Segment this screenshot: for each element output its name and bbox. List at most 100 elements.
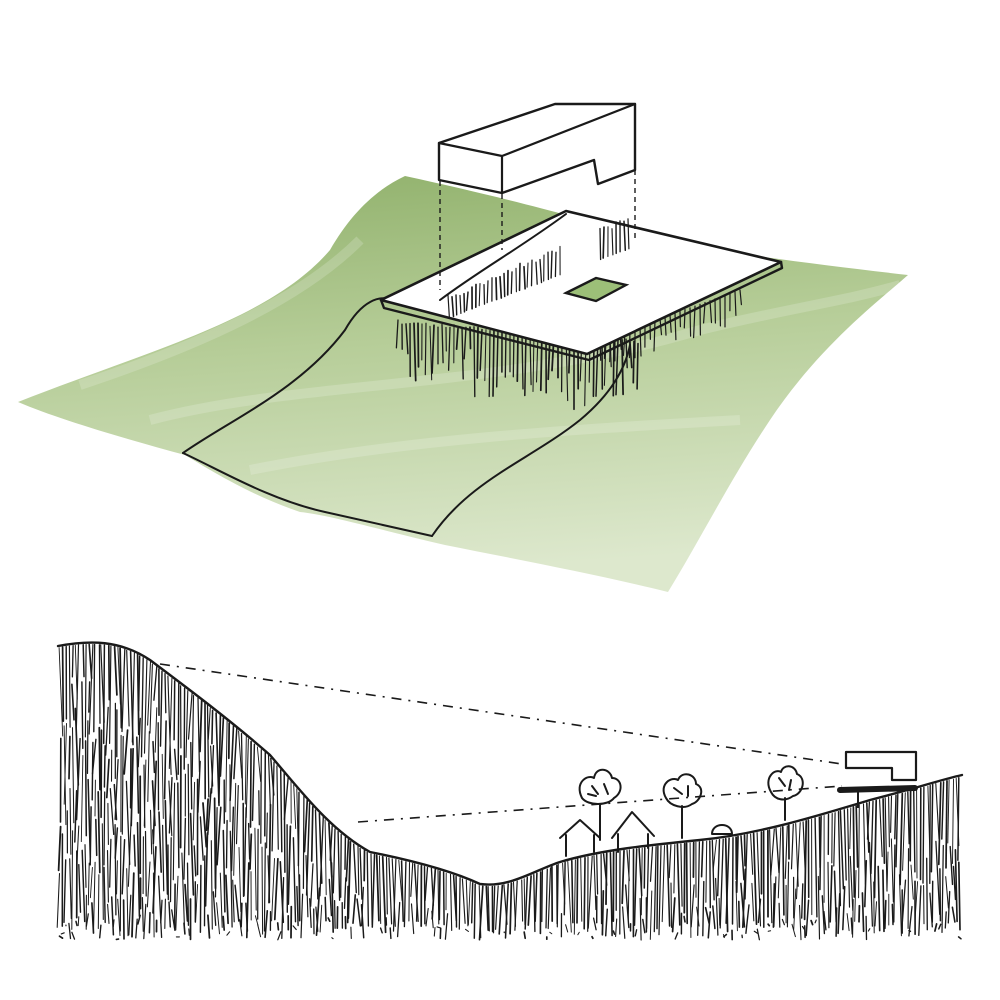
hatch-stroke [596, 854, 599, 895]
hatch-stroke [305, 802, 311, 896]
valley-section [56, 641, 964, 941]
hatch-stroke [854, 870, 857, 922]
tree [767, 765, 804, 821]
hatch-stroke [571, 859, 574, 924]
hatch-stroke [225, 819, 228, 869]
hatch-stroke [260, 749, 262, 844]
hatch-stroke [798, 904, 802, 941]
hatch-stroke [735, 835, 739, 894]
hatch-stroke [899, 792, 904, 886]
hatch-stroke [877, 865, 881, 932]
ramp-stroke [518, 262, 521, 292]
hatch-stroke [744, 834, 748, 900]
hatch-stroke [740, 835, 745, 881]
hatch-stroke [673, 844, 676, 894]
hatch-stroke [592, 917, 597, 931]
village-houses [559, 811, 733, 857]
hatch-stroke [952, 778, 954, 864]
hatch-stroke [658, 845, 662, 936]
hatch-stroke [645, 846, 650, 929]
hatch-stroke [718, 897, 721, 926]
hatch-stroke [63, 723, 67, 805]
hatch-stroke [61, 646, 65, 722]
hatch-stroke [400, 860, 404, 922]
hatch-stroke [82, 644, 85, 678]
hatch-stroke [433, 927, 436, 937]
terrain-contours [78, 236, 902, 475]
terrain-surface [18, 176, 908, 592]
hatch-stroke [527, 875, 532, 926]
hatch-stroke [101, 823, 104, 921]
hatch-stroke [910, 864, 914, 900]
hatch-stroke [205, 798, 209, 832]
hatch-stroke [767, 923, 771, 927]
hatch-stroke [671, 897, 676, 933]
hatch-stroke [85, 913, 89, 927]
hatch-stroke [153, 665, 158, 701]
hillside-hatching [56, 643, 962, 941]
hatch-stroke [110, 896, 115, 936]
hatch-stroke [567, 861, 572, 933]
ramp-stroke [554, 251, 557, 278]
shadow-stroke [621, 338, 624, 396]
hatch-stroke [676, 843, 681, 926]
shadow-stroke [405, 323, 409, 355]
hatch-stroke [332, 828, 336, 894]
hatch-stroke [232, 879, 235, 923]
shadow-stroke [441, 323, 444, 364]
hatch-stroke [103, 745, 106, 788]
hatch-stroke [858, 804, 860, 899]
hatch-stroke [801, 925, 805, 930]
shadow-stroke [709, 300, 713, 324]
projection-lines [439, 170, 636, 290]
hatch-stroke [114, 827, 119, 859]
hatch-stroke [192, 781, 196, 841]
hatch-stroke [254, 915, 259, 926]
hatch-stroke [370, 853, 373, 926]
hatch-stroke [63, 859, 67, 923]
terrain-path-bottom-edge [182, 452, 433, 537]
hatch-stroke [256, 746, 262, 782]
hatch-stroke [784, 825, 788, 879]
hatch-stroke [855, 805, 859, 868]
hatch-stroke [164, 799, 169, 895]
hatch-stroke [413, 863, 419, 923]
hatch-stroke [795, 822, 801, 900]
hatch-stroke [757, 898, 762, 924]
hatch-stroke [233, 727, 238, 780]
hatch-stroke [849, 807, 852, 850]
hatch-stroke [219, 717, 225, 777]
hatch-stroke [164, 673, 167, 714]
hatch-stroke [930, 783, 934, 873]
hatch-stroke [68, 735, 71, 780]
hatch-stroke [862, 803, 866, 885]
hatch-stroke [333, 899, 336, 929]
hatch-stroke [912, 789, 916, 873]
hatch-stroke [415, 864, 419, 922]
hatch-stroke [640, 847, 643, 916]
hatch-stroke [254, 827, 257, 911]
hatch-stroke [121, 648, 126, 733]
hatch-stroke [235, 785, 239, 845]
hatch-stroke [292, 837, 297, 923]
shadow-stroke [463, 326, 467, 360]
terrain-path-right-edge [431, 344, 631, 537]
ramp-stroke [459, 294, 462, 315]
hatch-stroke [92, 861, 96, 933]
hatch-stroke [591, 935, 594, 940]
hatch-stroke [495, 885, 499, 930]
hatch-stroke [191, 695, 195, 778]
hatch-stroke [524, 876, 529, 930]
hatch-stroke [769, 829, 773, 924]
hatch-stroke [918, 885, 922, 936]
hatch-stroke [492, 885, 496, 934]
hatch-stroke [199, 864, 202, 934]
ground-profile [56, 641, 964, 886]
hatch-stroke [106, 850, 109, 903]
hatch-stroke [753, 930, 758, 934]
hatch-stroke [187, 763, 190, 856]
hatch-stroke [161, 753, 164, 819]
hatch-stroke [119, 835, 122, 932]
hatch-stroke [183, 922, 186, 935]
hatch-stroke [276, 765, 279, 850]
